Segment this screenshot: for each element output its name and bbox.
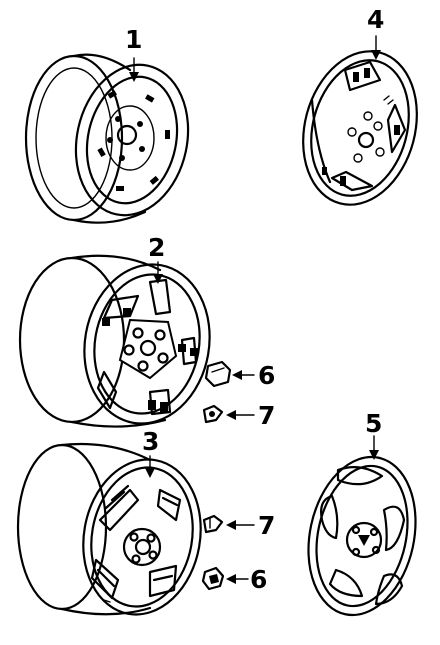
aluminum-wheel	[16, 442, 202, 616]
callout-2: 2	[148, 233, 165, 262]
callout-3: 3	[142, 427, 159, 456]
hub-cap	[307, 455, 417, 617]
steel-wheel	[24, 53, 190, 224]
wheel-cover	[302, 50, 418, 206]
leader-arrows	[129, 35, 381, 584]
callout-1: 1	[125, 25, 142, 54]
callout-5: 5	[365, 409, 382, 438]
callout-7b: 7	[258, 511, 275, 540]
callout-4: 4	[367, 5, 384, 34]
valve-stem	[202, 404, 224, 534]
styled-wheel	[18, 254, 211, 428]
callout-7a: 7	[258, 401, 275, 430]
callout-6a: 6	[258, 361, 275, 390]
lug-nut	[201, 360, 232, 591]
callout-6b: 6	[250, 565, 267, 594]
